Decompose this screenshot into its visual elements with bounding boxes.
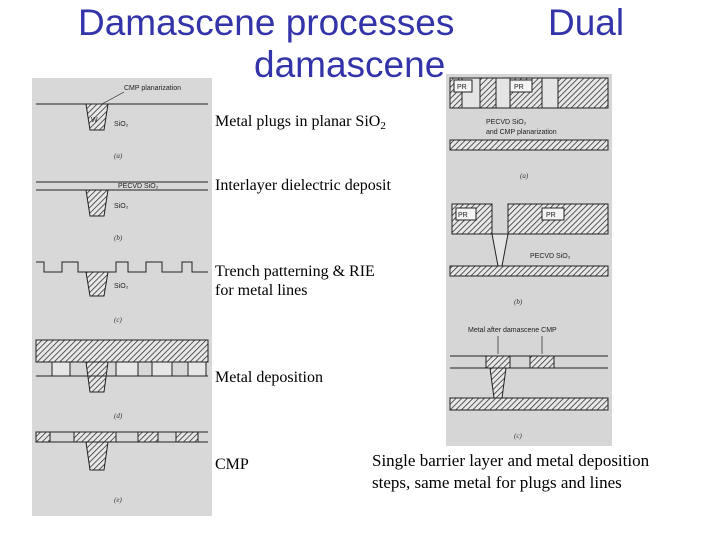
label-sio2-c: SiO₂	[114, 283, 129, 290]
caption-b-right: (b)	[514, 298, 523, 306]
label-pr-1: PR	[457, 84, 467, 91]
title-line2: damascene	[254, 44, 446, 85]
caption-b-left: (b)	[114, 234, 123, 242]
label-pecvd-b: PECVD SiO₂	[530, 253, 571, 260]
w-plug-c	[85, 271, 109, 297]
slide-title: Damascene processes Dual damascene	[0, 2, 720, 86]
dual-damascene-diagram: PR PR PECVD SiO₂ and CMP planarization (…	[449, 77, 609, 440]
caption-c-right: (c)	[514, 432, 522, 440]
single-damascene-diagram: CMP planarization W SiO₂ (a) PECVD SiO₂ …	[35, 85, 209, 504]
step-interlayer-dielectric: Interlayer dielectric deposit	[215, 177, 391, 194]
title-line1-right: Dual	[548, 2, 625, 43]
label-pecvd-a: PECVD SiO₂	[486, 119, 527, 126]
caption-e-left: (e)	[114, 496, 122, 504]
step-cmp: CMP	[215, 456, 249, 473]
label-cmp-a: and CMP planarization	[486, 129, 557, 136]
caption-a-left: (a)	[114, 152, 123, 160]
dual-damascene-note: Single barrier layer and metal depositio…	[372, 451, 650, 492]
label-pr-2: PR	[514, 84, 524, 91]
title-line1-left: Damascene processes	[78, 2, 455, 43]
w-plug-b	[85, 189, 109, 217]
single-damascene-figure: CMP planarization W SiO₂ (a) PECVD SiO₂ …	[32, 78, 212, 516]
label-cmp-planarization: CMP planarization	[124, 85, 181, 92]
label-sio2-b: SiO₂	[114, 203, 129, 210]
label-pecvd: PECVD SiO₂	[118, 183, 159, 190]
label-pr-4: PR	[546, 212, 556, 219]
caption-c-left: (c)	[114, 316, 122, 324]
dual-damascene-figure: PR PR PECVD SiO₂ and CMP planarization (…	[446, 74, 612, 446]
step-metal-plugs: Metal plugs in planar SiO2	[215, 113, 386, 132]
label-metal-after-cmp: Metal after damascene CMP	[468, 327, 557, 334]
metal-deposit-d	[35, 339, 209, 363]
label-sio2-a: SiO₂	[114, 121, 129, 128]
caption-d-left: (d)	[114, 412, 123, 420]
caption-a-right: (a)	[520, 172, 529, 180]
w-plug-a	[85, 103, 109, 131]
step-trench-patterning: Trench patterning & RIE for metal lines	[215, 263, 375, 299]
label-w: W	[91, 117, 98, 124]
label-pr-3: PR	[458, 212, 468, 219]
step-metal-deposition: Metal deposition	[215, 369, 323, 386]
